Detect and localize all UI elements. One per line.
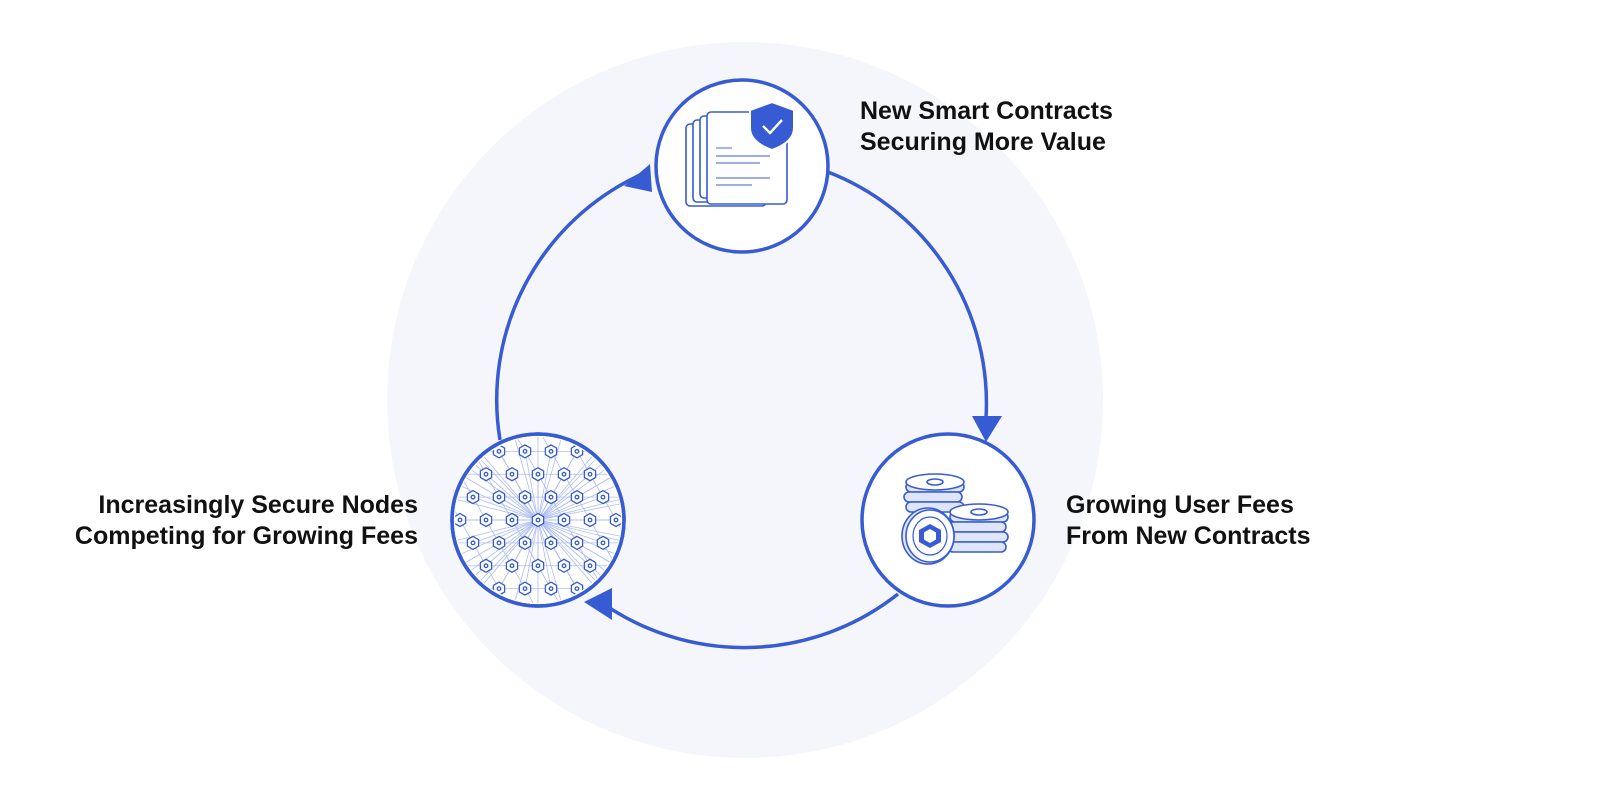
network-node-dot	[600, 494, 606, 500]
node-fees	[860, 432, 1036, 608]
network-node-dot	[522, 540, 528, 546]
network-link	[537, 519, 621, 589]
arrow-network-to-contracts	[494, 173, 641, 441]
network-node-dot	[535, 471, 541, 477]
network-node-dot	[496, 494, 502, 500]
network-node-dot	[548, 494, 554, 500]
network-node-dot	[587, 471, 593, 477]
label-line: Securing More Value	[860, 128, 1106, 156]
network-link	[537, 519, 565, 603]
network-node-dot	[574, 494, 580, 500]
network-link	[537, 496, 621, 521]
network-node-dot	[457, 517, 463, 523]
network-node-dot	[483, 563, 489, 569]
network-link	[498, 496, 539, 521]
network-node-dot	[496, 448, 502, 454]
network-node-dot	[470, 540, 476, 546]
network-node-dot	[432, 610, 436, 614]
network-node-dot	[587, 517, 593, 523]
network-link	[537, 519, 604, 589]
network-link	[537, 519, 621, 567]
network-link	[434, 612, 447, 635]
label-line: New Smart Contracts	[860, 97, 1113, 125]
network-node-dot	[496, 586, 502, 592]
network-node-dot	[535, 563, 541, 569]
network-link	[524, 519, 539, 589]
label-increasingly-secure-nodes: Increasingly Secure Nodes Competing for …	[75, 490, 418, 552]
network-link	[455, 519, 539, 544]
arrow-contracts-to-fees	[827, 170, 989, 419]
network-node-dot	[509, 517, 515, 523]
label-line: From New Contracts	[1066, 522, 1311, 550]
network-link	[455, 519, 539, 567]
network-node-dot	[561, 563, 567, 569]
network-node-dot	[483, 517, 489, 523]
network-node-dot	[548, 448, 554, 454]
network-node-dot	[522, 448, 528, 454]
label-growing-user-fees: Growing User Fees From New Contracts	[1066, 490, 1310, 552]
network-node-dot	[561, 517, 567, 523]
network-node-dot	[522, 494, 528, 500]
coin-stack-icon	[901, 473, 1009, 565]
label-line: Increasingly Secure Nodes	[98, 491, 418, 519]
network-node-dot	[509, 471, 515, 477]
network-node-dot	[483, 471, 489, 477]
network-link	[537, 519, 552, 589]
cycle-arrows	[494, 170, 989, 650]
network-link	[537, 519, 621, 544]
network-node-hex	[428, 605, 439, 618]
network-node-dot	[574, 586, 580, 592]
network-link	[472, 451, 539, 521]
network-node-dot	[535, 517, 541, 523]
network-link	[537, 496, 604, 521]
label-new-smart-contracts: New Smart Contracts Securing More Value	[860, 96, 1113, 158]
arrowhead-contracts	[624, 164, 652, 192]
documents-shield-icon	[685, 100, 795, 207]
network-link	[537, 496, 621, 521]
network-node-dot	[574, 540, 580, 546]
network-link	[511, 519, 539, 603]
network-node-dot	[561, 471, 567, 477]
arrowhead-network	[584, 588, 612, 620]
network-link	[537, 519, 604, 544]
network-link	[524, 451, 539, 521]
network-node-dot	[613, 517, 619, 523]
network-link	[537, 519, 621, 544]
network-node-dot	[600, 540, 606, 546]
network-link	[472, 519, 539, 544]
network-link	[537, 496, 578, 521]
network-link	[472, 519, 539, 589]
network-node-dot	[509, 563, 515, 569]
network-node-dot	[574, 448, 580, 454]
label-line: Growing User Fees	[1066, 491, 1294, 519]
arrow-fees-to-network	[596, 592, 900, 650]
network-node-dot	[548, 540, 554, 546]
network-link	[455, 496, 539, 521]
network-node-dot	[587, 563, 593, 569]
network-node-dot	[470, 494, 476, 500]
network-node-dot	[496, 540, 502, 546]
arrowhead-fees	[972, 416, 1002, 442]
node-contracts	[654, 78, 830, 254]
network-node-dot	[548, 586, 554, 592]
network-node-dot	[522, 586, 528, 592]
label-line: Competing for Growing Fees	[74, 522, 418, 550]
